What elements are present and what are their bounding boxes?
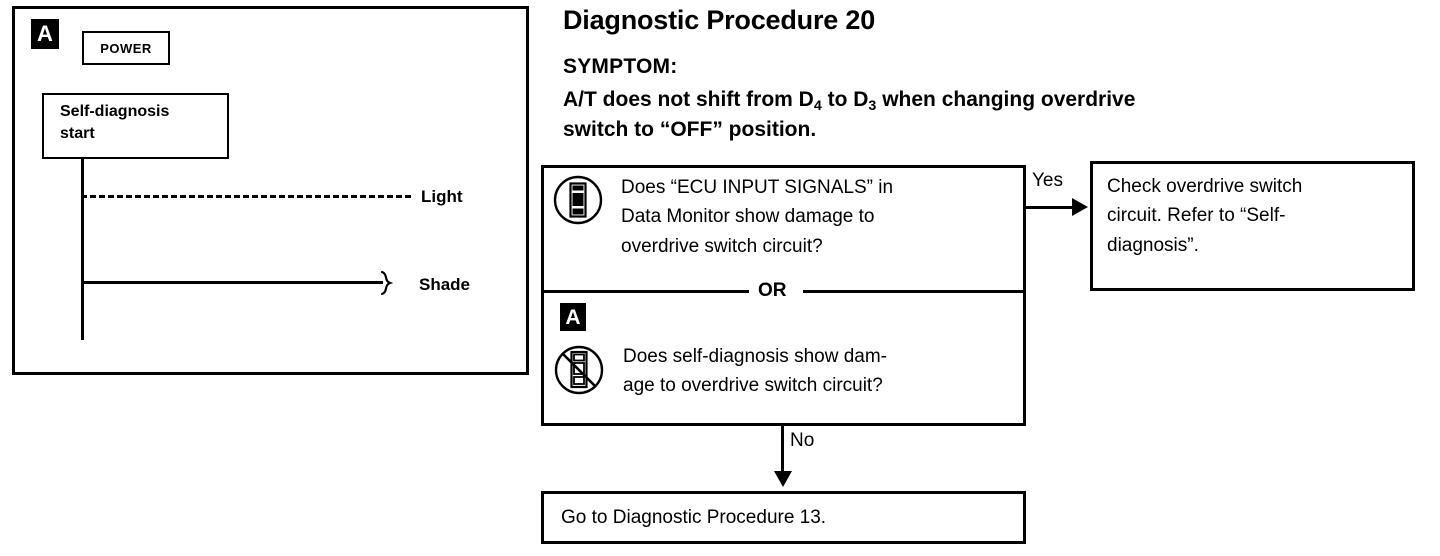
symptom-subscript-3: 3 [868,98,877,114]
symptom-body: A/T does not shift from D4 to D3 when ch… [563,85,1425,145]
symptom-subscript-4: 4 [813,98,822,114]
no-connector-line [781,426,784,477]
yes-label: Yes [1032,170,1063,191]
self-diagnosis-start-box: Self-diagnosis start [42,93,229,159]
shade-label: Shade [419,275,471,294]
question-row-self-diagnosis: Does self-diagnosis show dam- age to ove… [553,344,887,401]
or-divider-right-segment [803,290,1023,293]
shade-brace-icon [381,271,393,295]
symptom-text-part-3: when changing overdrive [876,88,1136,111]
timing-trunk-line [81,159,84,340]
no-arrowhead-icon [774,471,792,487]
question-row-consult: Does “ECU INPUT SIGNALS” in Data Monitor… [553,175,893,261]
power-label: POWER [100,40,152,56]
power-box: POWER [82,31,170,65]
result-box-no[interactable]: Go to Diagnostic Procedure 13. [541,491,1026,544]
badge-a-illustration: A [31,19,59,49]
result-box-yes[interactable]: Check overdrive switch circuit. Refer to… [1090,161,1415,291]
yes-arrowhead-icon [1072,198,1088,216]
question-box[interactable] [541,165,1026,426]
illustration-panel: A POWER Self-diagnosis start Light Shade [12,6,529,375]
light-dashed-line [81,195,411,198]
symptom-text-part-2: to D [821,88,869,111]
result-box-no-text: Go to Diagnostic Procedure 13. [561,506,827,528]
question-consult-text: Does “ECU INPUT SIGNALS” in Data Monitor… [621,177,894,257]
or-divider-left-segment [544,290,749,293]
yes-connector-line [1026,206,1078,209]
symptom-text-part-1: A/T does not shift from D [563,88,814,111]
symptom-heading: SYMPTOM: [563,55,678,78]
no-consult-device-icon [554,345,604,395]
badge-a-flowchart: A [560,303,586,331]
light-label: Light [421,187,463,206]
shade-solid-line [81,281,383,284]
self-diagnosis-start-label: Self-diagnosis start [60,103,170,142]
page-title: Diagnostic Procedure 20 [563,5,876,35]
symptom-text-line-2: switch to “OFF” position. [563,117,817,141]
question-self-diagnosis-text: Does self-diagnosis show dam- age to ove… [623,346,888,397]
no-label: No [790,430,815,451]
result-box-yes-text: Check overdrive switch circuit. Refer to… [1107,176,1303,256]
consult-device-icon [553,175,603,225]
or-label: OR [758,280,787,301]
